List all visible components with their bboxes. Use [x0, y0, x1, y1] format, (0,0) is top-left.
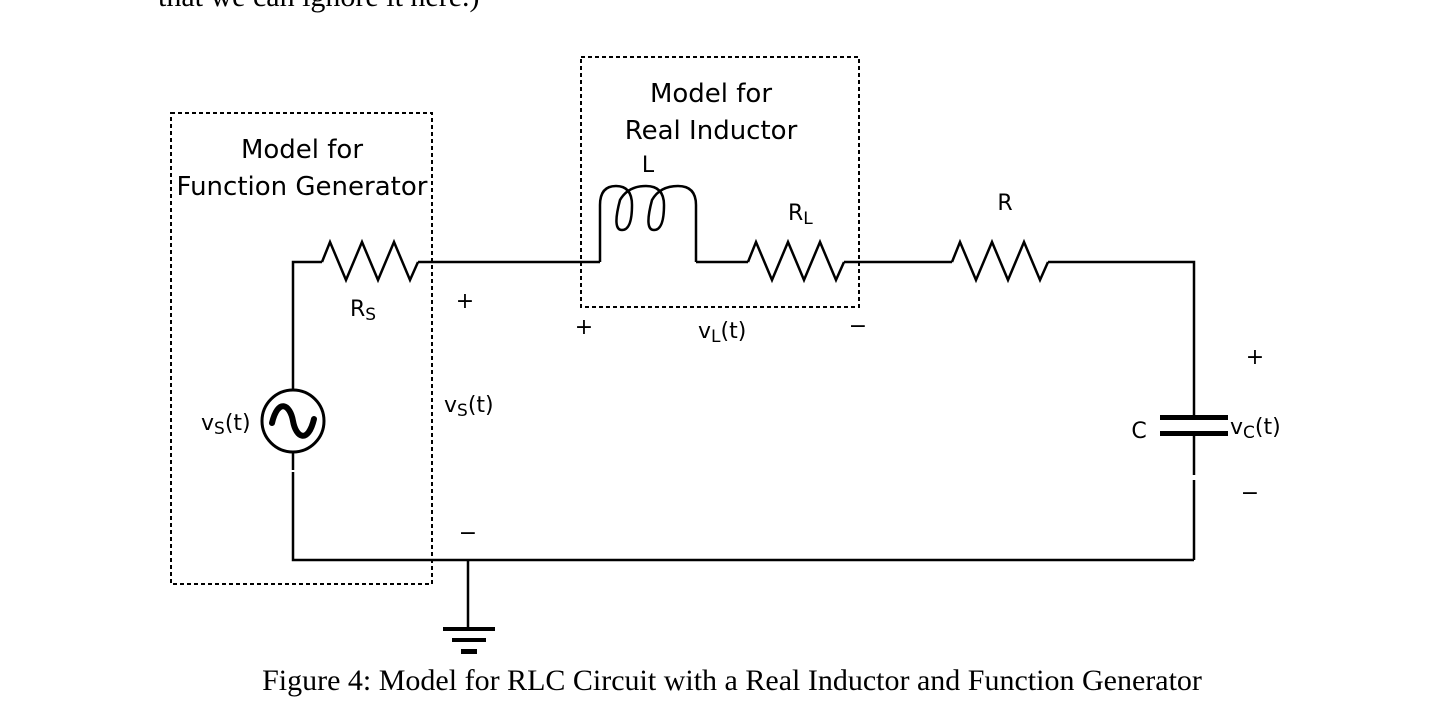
- resistor-r: [950, 238, 1050, 284]
- ground-bar-2: [452, 638, 486, 642]
- figure-caption: Figure 4: Model for RLC Circuit with a R…: [262, 664, 1202, 697]
- resistor-rl: [746, 238, 846, 284]
- label-vs-node-voltage: vS(t): [444, 393, 494, 421]
- vs-minus-sign: −: [459, 521, 477, 546]
- wire-r-to-capacitor: [1048, 260, 1196, 378]
- vl-minus-sign: −: [849, 314, 867, 339]
- vl-plus-sign: +: [575, 315, 593, 340]
- function-generator-box-title-line2: Function Generator: [177, 172, 428, 202]
- wire-bottom-return: [291, 472, 1194, 562]
- label-c: C: [1131, 419, 1146, 444]
- real-inductor-model-box: [580, 56, 860, 308]
- ac-sine-icon: [269, 403, 317, 439]
- label-r: R: [997, 191, 1012, 216]
- ground-bar-1: [443, 627, 495, 631]
- label-l: L: [642, 153, 655, 178]
- vc-minus-sign: −: [1241, 481, 1259, 506]
- vs-plus-sign: +: [456, 289, 474, 314]
- ground-bar-3: [461, 649, 477, 654]
- label-vl-voltage: vL(t): [698, 319, 746, 347]
- inductor-l: [598, 184, 698, 262]
- wire-source-to-rs: [291, 260, 322, 373]
- label-rl: RL: [788, 201, 813, 229]
- real-inductor-box-title-line1: Model for: [650, 79, 772, 109]
- resistor-rs: [320, 238, 420, 284]
- previous-paragraph-text: that we can ignore it here.): [158, 0, 480, 13]
- vc-plus-sign: +: [1246, 345, 1264, 370]
- label-source-voltage: vS(t): [201, 411, 251, 439]
- function-generator-box-title-line1: Model for: [241, 135, 363, 165]
- capacitor-plate-top: [1160, 415, 1228, 420]
- function-generator-model-box: [170, 112, 433, 585]
- label-vc-voltage: vC(t): [1230, 415, 1281, 443]
- real-inductor-box-title-line2: Real Inductor: [625, 116, 798, 146]
- label-rs: RS: [350, 297, 376, 325]
- capacitor-plate-bottom: [1160, 431, 1228, 436]
